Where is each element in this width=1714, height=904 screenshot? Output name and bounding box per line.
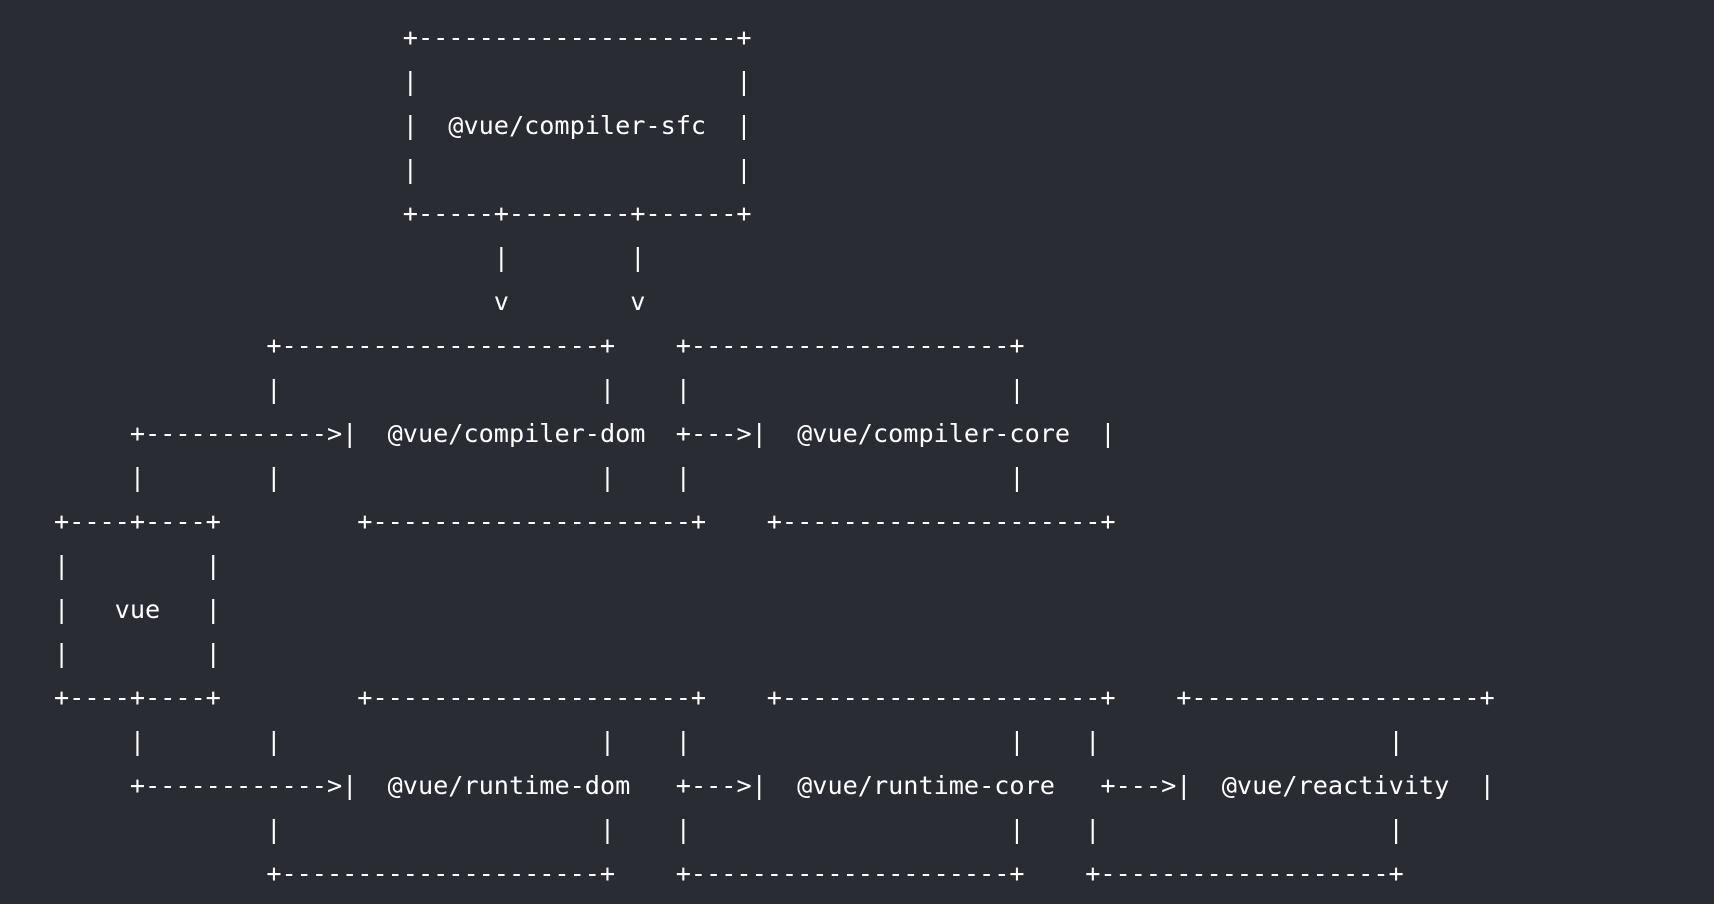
row-14: | | — [54, 639, 221, 668]
runtime-dom-box-top: +---------------------+ — [357, 683, 707, 712]
row-18: | | | | | | — [54, 815, 1404, 844]
row-2: | @vue/compiler-sfc | — [54, 111, 752, 140]
compiler-sfc-box-top: +---------------------+ — [402, 23, 752, 52]
compiler-core-box-top: +---------------------+ — [675, 331, 1025, 360]
node-runtime-core: @vue/runtime-core — [797, 771, 1055, 800]
reactivity-box-top: +-------------------+ — [1176, 683, 1495, 712]
arrow-sfc-to-dom-stem: | | — [54, 243, 646, 272]
row-1: | | — [54, 67, 752, 96]
arrow-runtime-dom-to-core: +--->| — [675, 771, 767, 800]
compiler-sfc-box-bottom: +-----+--------+------+ — [402, 199, 752, 228]
row-10: | | | | | — [54, 463, 1025, 492]
compiler-dom-box-bottom: +---------------------+ — [357, 507, 707, 536]
row-15: +----+----+ +---------------------+ +---… — [54, 676, 1714, 720]
arrow-runtime-core-to-reactivity: +--->| — [1100, 771, 1192, 800]
row-11: +----+----+ +---------------------+ +---… — [54, 500, 1714, 544]
row-13: | vue | — [54, 595, 221, 624]
runtime-dom-box-bottom: +---------------------+ — [266, 859, 616, 888]
node-reactivity: @vue/reactivity — [1221, 771, 1450, 800]
compiler-core-box-bottom: +---------------------+ — [766, 507, 1116, 536]
row-19: +---------------------+ +---------------… — [54, 852, 1714, 896]
node-compiler-core: @vue/compiler-core — [797, 419, 1071, 448]
runtime-core-box-top: +---------------------+ — [766, 683, 1116, 712]
node-compiler-dom: @vue/compiler-dom — [387, 419, 646, 448]
row-6: v v — [54, 280, 1714, 324]
arrow-sfc-to-dom-head: v v — [54, 287, 646, 316]
row-17: +------------>| @vue/runtime-dom +--->| … — [129, 771, 1495, 800]
vue-box-bottom: +----+----+ — [54, 683, 221, 712]
arrow-vue-to-compiler-dom: +------------>| — [129, 419, 358, 448]
row-4: +-----+--------+------+ — [54, 192, 1714, 236]
vue-box-top: +----+----+ — [54, 507, 221, 536]
node-compiler-sfc: @vue/compiler-sfc — [448, 111, 707, 140]
row-8: | | | | — [54, 375, 1025, 404]
arrow-compiler-dom-to-core: +--->| — [675, 419, 767, 448]
reactivity-box-bottom: +-------------------+ — [1085, 859, 1404, 888]
row-7: +---------------------+ +---------------… — [54, 324, 1714, 368]
row-9: +------------>| @vue/compiler-dom +--->|… — [129, 419, 1116, 448]
node-vue: vue — [114, 595, 161, 624]
row-5: | | — [54, 236, 1714, 280]
row-0: +---------------------+ — [54, 16, 1714, 60]
row-3: | | — [54, 155, 752, 184]
arrow-vue-to-runtime-dom: +------------>| — [129, 771, 358, 800]
compiler-dom-box-top: +---------------------+ — [266, 331, 616, 360]
runtime-core-box-bottom: +---------------------+ — [675, 859, 1025, 888]
node-runtime-dom: @vue/runtime-dom — [387, 771, 631, 800]
row-16: | | | | | | | — [54, 727, 1404, 756]
row-12: | | — [54, 551, 221, 580]
